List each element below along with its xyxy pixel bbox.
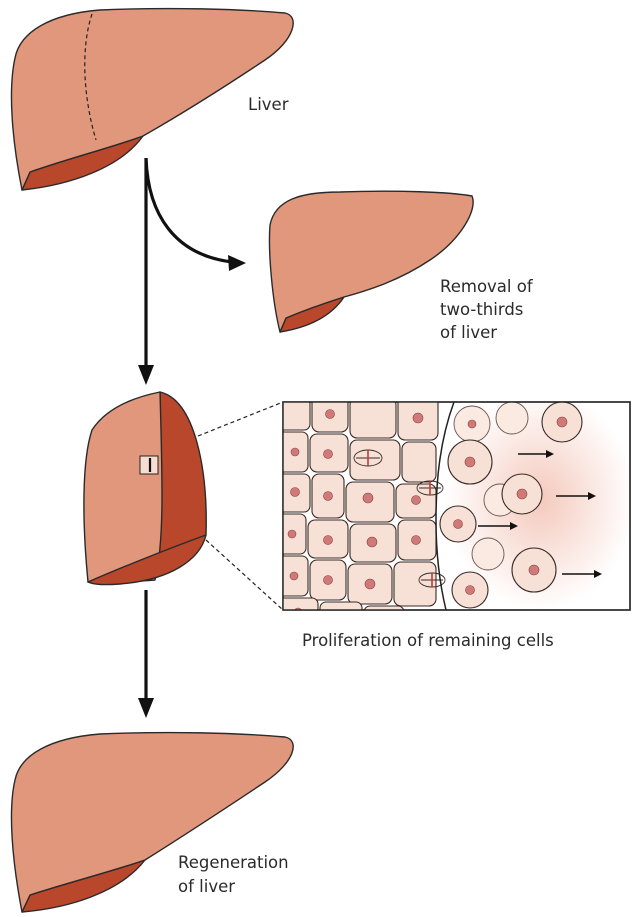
label-liver: Liver	[248, 95, 289, 114]
label-proliferation: Proliferation of remaining cells	[302, 631, 554, 650]
label-removal-line3: of liver	[440, 323, 497, 342]
label-removal-line1: Removal of	[440, 277, 534, 296]
arrow-down-2	[138, 590, 154, 718]
cell-grid	[278, 396, 438, 636]
regenerated-liver	[11, 733, 293, 912]
label-regeneration-line2: of liver	[178, 877, 235, 896]
remaining-liver	[84, 392, 206, 585]
label-regeneration-line1: Regeneration	[178, 853, 289, 872]
label-removal-line2: two-thirds	[440, 300, 523, 319]
arrow-to-removal	[146, 158, 246, 271]
cell-detail-panel	[278, 390, 632, 636]
